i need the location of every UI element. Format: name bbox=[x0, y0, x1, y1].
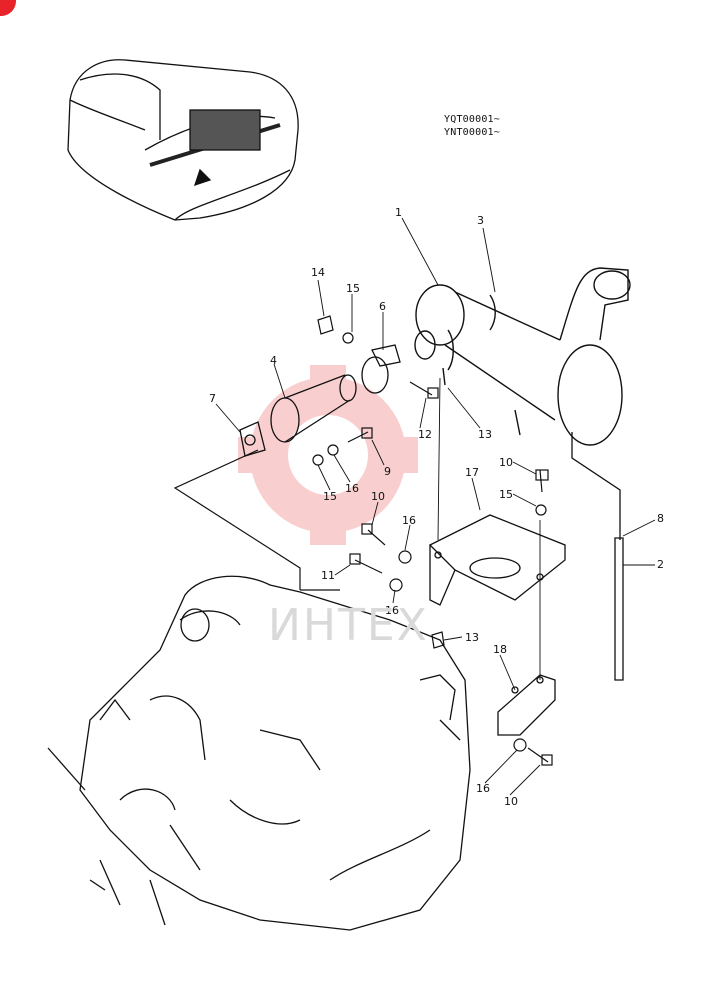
serial-range-2: YNT00001~ bbox=[444, 127, 500, 138]
callout-7: 7 bbox=[209, 392, 216, 405]
leader-lines bbox=[215, 217, 656, 796]
machine-overview bbox=[67, 59, 299, 221]
callout-14: 14 bbox=[311, 266, 325, 279]
bracket-lower bbox=[497, 674, 556, 736]
watermark-logo bbox=[238, 365, 418, 545]
callout-10b: 10 bbox=[499, 456, 513, 469]
watermark-text: ИНТЕХ bbox=[268, 600, 429, 651]
frame-outline bbox=[173, 449, 340, 591]
bracket-upper bbox=[428, 514, 566, 606]
clamp bbox=[361, 344, 401, 394]
serial-range-1: YQT00001~ bbox=[444, 114, 500, 125]
exhaust-pipe bbox=[239, 374, 357, 457]
callout-16: 16 bbox=[345, 482, 359, 495]
callout-9: 9 bbox=[384, 465, 391, 478]
callout-16b: 16 bbox=[402, 514, 416, 527]
callout-17: 17 bbox=[465, 466, 479, 479]
tailpipe bbox=[571, 432, 624, 681]
callout-3: 3 bbox=[477, 214, 484, 227]
callout-6: 6 bbox=[379, 300, 386, 313]
callout-1: 1 bbox=[395, 206, 402, 219]
callout-15b: 15 bbox=[323, 490, 337, 503]
callout-2: 2 bbox=[657, 558, 664, 571]
muffler bbox=[414, 267, 631, 446]
callout-15c: 15 bbox=[499, 488, 513, 501]
callout-15: 15 bbox=[346, 282, 360, 295]
callout-16d: 16 bbox=[476, 782, 490, 795]
callout-10c: 10 bbox=[504, 795, 518, 808]
callout-10: 10 bbox=[371, 490, 385, 503]
callout-11: 11 bbox=[321, 569, 335, 582]
callout-16c: 16 bbox=[385, 604, 399, 617]
callout-13b: 13 bbox=[465, 631, 479, 644]
hardware bbox=[312, 315, 553, 766]
callout-13: 13 bbox=[478, 428, 492, 441]
callout-12: 12 bbox=[418, 428, 432, 441]
callout-4: 4 bbox=[270, 354, 277, 367]
callout-numbers: 1 3 14 15 6 4 7 12 13 9 15 16 10 17 10 1… bbox=[209, 206, 664, 808]
engine bbox=[47, 575, 471, 931]
callout-18: 18 bbox=[493, 643, 507, 656]
callout-8: 8 bbox=[657, 512, 664, 525]
